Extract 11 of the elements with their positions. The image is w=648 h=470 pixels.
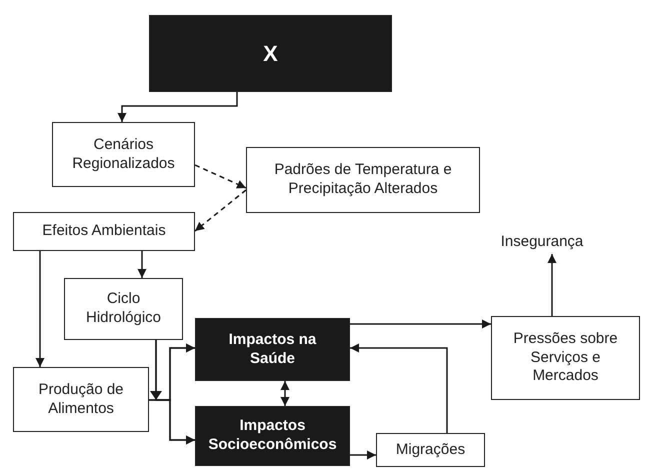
highlight-box: Impactos na Saúde <box>195 318 350 381</box>
process-box: Padrões de Temperatura e Precipitação Alterados <box>246 147 480 213</box>
process-box: Produção de Alimentos <box>13 367 149 432</box>
process-box: Efeitos Ambientais <box>13 212 195 251</box>
process-box: Pressões sobre Serviços e Mercados <box>491 316 640 400</box>
outcome-label: Insegurança <box>490 230 594 254</box>
highlight-box: X <box>149 15 392 92</box>
process-box: Cenários Regionalizados <box>52 122 195 187</box>
highlight-box: Impactos Socioeconômicos <box>195 406 350 466</box>
process-box: Migrações <box>376 433 485 467</box>
process-box: Ciclo Hidrológico <box>64 278 183 340</box>
